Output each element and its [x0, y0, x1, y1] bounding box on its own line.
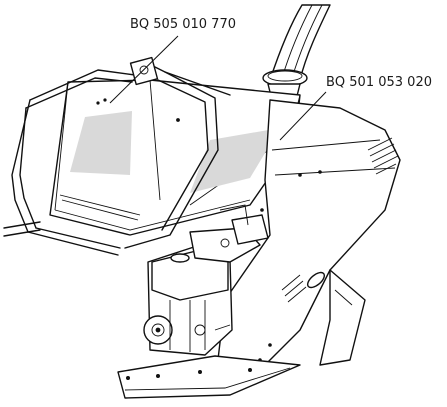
discharge-chute — [262, 4, 331, 101]
chipper-housing — [214, 99, 401, 386]
engine — [143, 204, 269, 356]
vent-slots-lower — [281, 274, 307, 303]
label-panel-right — [190, 128, 280, 193]
leader-line-right — [279, 91, 327, 141]
rear-stand — [319, 269, 366, 366]
housing-slot — [306, 271, 326, 289]
callout-label-right: BQ 501 053 020 — [326, 75, 432, 90]
callout-label-left: BQ 505 010 770 — [130, 17, 236, 32]
base-plate — [117, 355, 301, 399]
label-panel-left — [70, 111, 132, 175]
leader-line-left — [109, 35, 179, 104]
tubular-frame — [3, 56, 231, 256]
vent-slots-upper — [367, 137, 399, 175]
fuel-cap — [170, 253, 190, 263]
muffler — [231, 214, 269, 245]
